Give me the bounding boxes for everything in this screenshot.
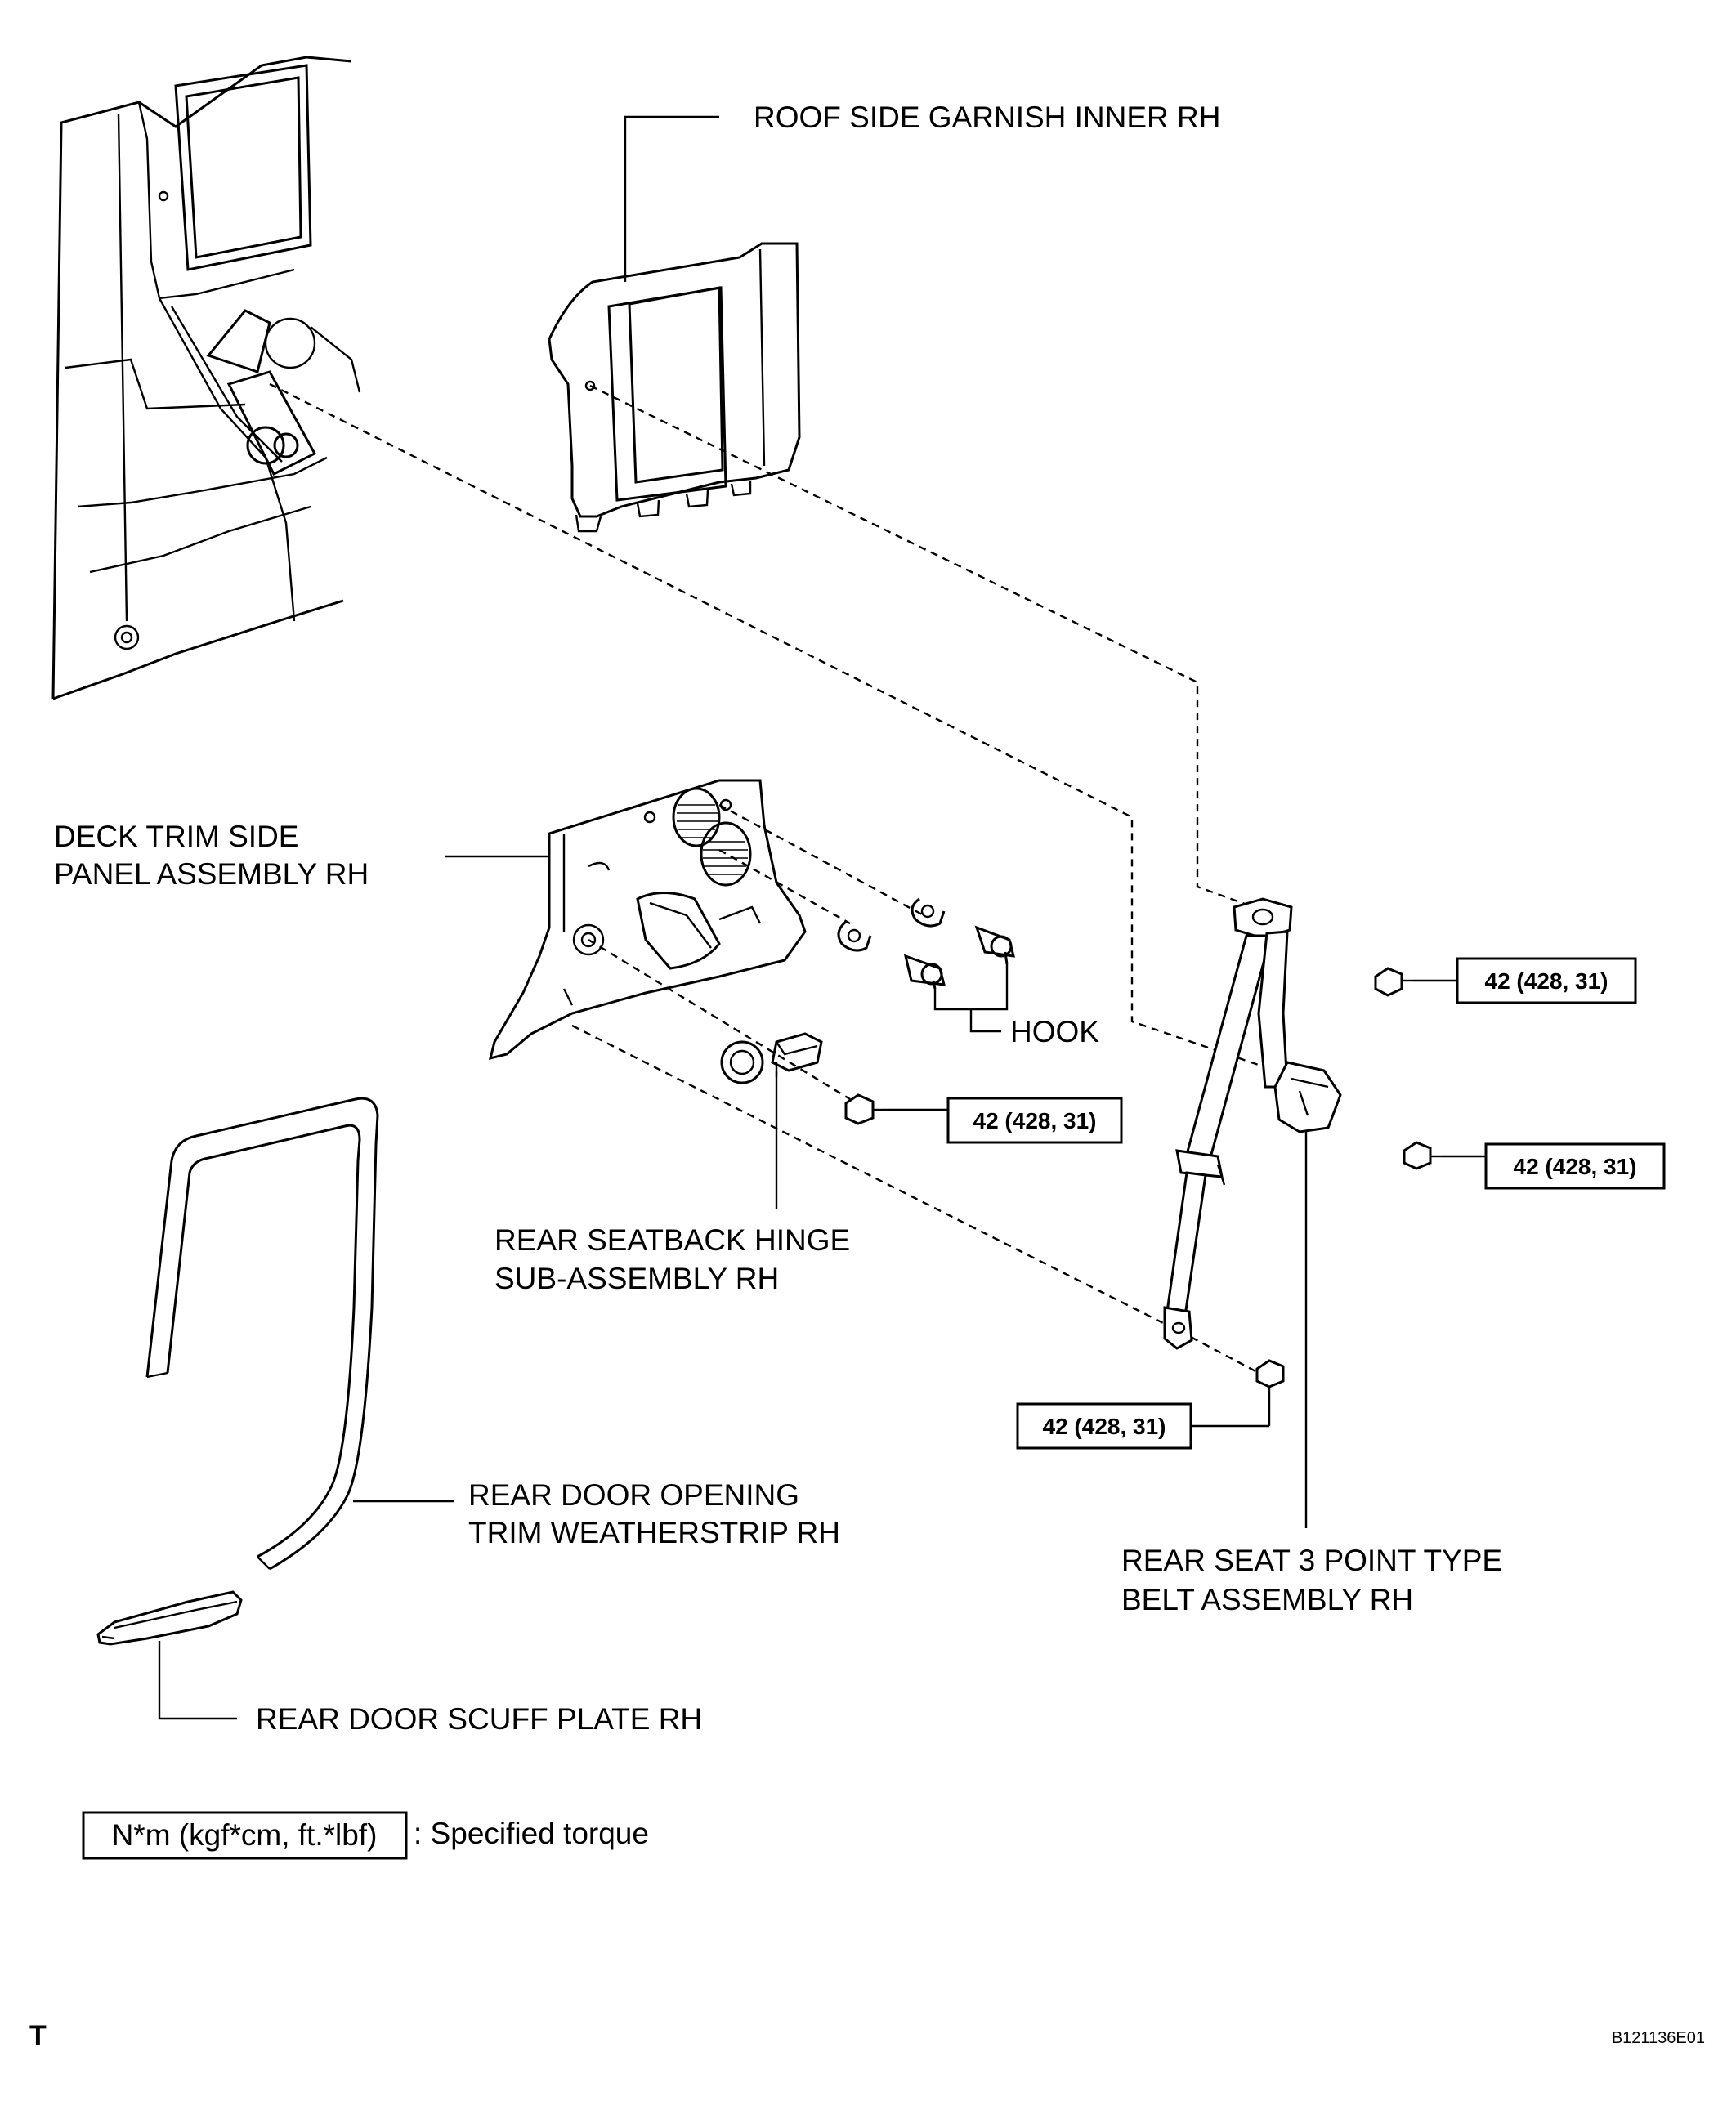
label-belt-line1: REAR SEAT 3 POINT TYPE bbox=[1121, 1544, 1502, 1577]
hook-leader bbox=[933, 964, 1009, 1033]
torque-box: 42 (428, 31) bbox=[1456, 957, 1637, 1004]
label-weatherstrip-line1: REAR DOOR OPENING bbox=[468, 1478, 799, 1512]
rear-seat-belt-part bbox=[1163, 897, 1342, 1350]
label-deck-trim-line1: DECK TRIM SIDE bbox=[54, 820, 298, 853]
legend-text: : Specified torque bbox=[414, 1817, 649, 1850]
torque-value: 42 (428, 31) bbox=[1485, 968, 1608, 994]
guide-line bbox=[589, 384, 1288, 921]
label-rear-seatback-line1: REAR SEATBACK HINGE bbox=[494, 1223, 850, 1257]
rear-seatback-hinge-part bbox=[720, 1032, 823, 1084]
label-roof-side-garnish: ROOF SIDE GARNISH INNER RH bbox=[754, 101, 1221, 134]
torque-value: 42 (428, 31) bbox=[1043, 1414, 1166, 1439]
hook-part bbox=[903, 954, 946, 990]
clip-part bbox=[911, 897, 946, 928]
torque-value: 42 (428, 31) bbox=[1514, 1154, 1637, 1179]
weatherstrip-part bbox=[145, 1097, 379, 1571]
deck-trim-side-panel-part bbox=[488, 779, 807, 1061]
scuff-plate-part bbox=[96, 1590, 243, 1646]
bolt-part bbox=[1255, 1359, 1285, 1426]
figure-code: B121136E01 bbox=[1612, 2029, 1705, 2047]
bolt-part bbox=[844, 1093, 883, 1125]
guide-line bbox=[269, 382, 1276, 1072]
bolt-part bbox=[1374, 967, 1412, 997]
label-belt-line2: BELT ASSEMBLY RH bbox=[1121, 1583, 1413, 1616]
label-deck-trim-line2: PANEL ASSEMBLY RH bbox=[54, 857, 369, 891]
label-scuff-plate: REAR DOOR SCUFF PLATE RH bbox=[256, 1702, 702, 1736]
label-rear-seatback-line2: SUB-ASSEMBLY RH bbox=[494, 1262, 779, 1295]
legend-unit-box: N*m (kgf*cm, ft.*lbf) bbox=[112, 1818, 378, 1852]
guide-line bbox=[588, 938, 851, 1101]
garnish-leader bbox=[624, 115, 719, 282]
guide-line bbox=[571, 1024, 1259, 1375]
torque-value: 42 (428, 31) bbox=[973, 1108, 1097, 1133]
roof-side-garnish-part bbox=[548, 242, 801, 533]
torque-box: 42 (428, 31) bbox=[1016, 1402, 1192, 1450]
torque-box: 42 (428, 31) bbox=[1484, 1142, 1666, 1190]
vehicle-body-illustration bbox=[51, 56, 361, 700]
clip-part bbox=[837, 920, 872, 952]
label-weatherstrip-line2: TRIM WEATHERSTRIP RH bbox=[468, 1516, 840, 1549]
hook-part bbox=[974, 925, 1015, 965]
torque-box: 42 (428, 31) bbox=[946, 1097, 1123, 1144]
corner-mark: T bbox=[29, 2020, 47, 2051]
scuff-plate-leader bbox=[158, 1641, 237, 1720]
torque-legend: N*m (kgf*cm, ft.*lbf) : Specified torque bbox=[82, 1811, 649, 1860]
guide-line bbox=[718, 848, 851, 925]
bolt-part bbox=[1403, 1141, 1441, 1170]
label-hook: HOOK bbox=[1010, 1015, 1099, 1048]
